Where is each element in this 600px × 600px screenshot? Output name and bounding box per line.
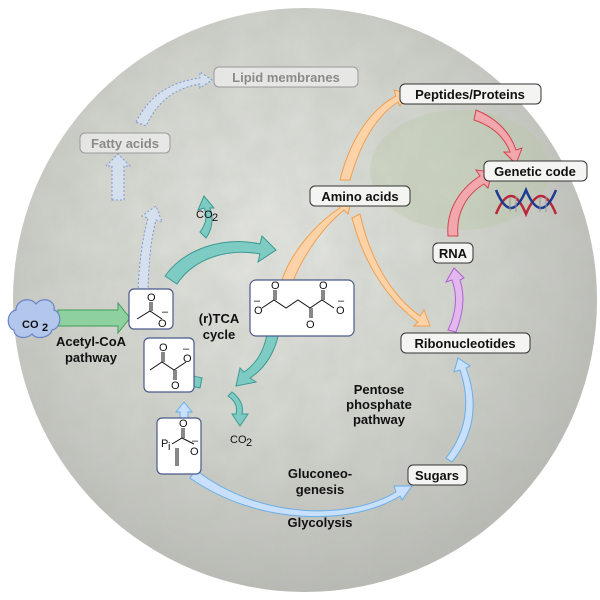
- molecule-phosphoenolpyruvate: P i O O –: [156, 417, 202, 475]
- svg-text:P: P: [161, 438, 168, 450]
- svg-text:O: O: [183, 353, 192, 365]
- svg-text:(r)TCA: (r)TCA: [199, 311, 240, 326]
- label-pentose-phosphate-pathway: Pentose phosphate pathway: [346, 382, 412, 427]
- svg-text:O: O: [271, 280, 280, 292]
- svg-text:2: 2: [42, 322, 48, 334]
- svg-text:O: O: [179, 418, 188, 430]
- svg-text:CO: CO: [22, 319, 39, 331]
- node-amino-acids: Amino acids: [309, 185, 411, 207]
- svg-text:O: O: [306, 319, 315, 331]
- svg-text:genesis: genesis: [296, 482, 344, 497]
- svg-text:–: –: [192, 435, 199, 447]
- svg-text:O: O: [159, 342, 168, 354]
- label-peptides-proteins: Peptides/Proteins: [415, 87, 525, 102]
- node-lipid-membranes: Lipid membranes: [213, 66, 359, 88]
- svg-text:O: O: [190, 446, 199, 458]
- svg-text:Pentose: Pentose: [354, 382, 405, 397]
- co2-cloud-label: CO 2: [22, 319, 48, 334]
- svg-text:O: O: [254, 305, 263, 317]
- node-genetic-code: Genetic code: [483, 160, 588, 182]
- label-lipid-membranes: Lipid membranes: [232, 70, 340, 85]
- svg-text:2: 2: [212, 212, 218, 224]
- node-fatty-acids: Fatty acids: [79, 132, 171, 154]
- fatty-acid-synthesis-arrow: [104, 71, 213, 301]
- svg-text:cycle: cycle: [203, 327, 236, 342]
- svg-text:–: –: [254, 295, 261, 307]
- svg-text:CO: CO: [196, 209, 213, 221]
- label-fatty-acids: Fatty acids: [91, 136, 159, 151]
- svg-text:Glycolysis: Glycolysis: [287, 515, 352, 530]
- label-genetic-code: Genetic code: [494, 164, 576, 179]
- svg-text:O: O: [336, 305, 345, 317]
- svg-text:Acetyl-CoA: Acetyl-CoA: [56, 334, 127, 349]
- svg-text:pathway: pathway: [65, 350, 118, 365]
- molecule-alpha-ketoglutarate: O O O O – O –: [249, 279, 355, 337]
- label-ribonucleotides: Ribonucleotides: [414, 336, 515, 351]
- label-tca-cycle: (r)TCA cycle: [199, 311, 240, 342]
- label-glycolysis: Glycolysis: [287, 515, 352, 530]
- co2-release-top: CO 2: [196, 209, 218, 224]
- svg-text:pathway: pathway: [353, 412, 406, 427]
- rna-arrow: [444, 267, 465, 333]
- svg-text:2: 2: [246, 437, 252, 449]
- svg-text:–: –: [338, 295, 345, 307]
- acetyl-coa-arrow: [57, 301, 131, 335]
- svg-text:O: O: [171, 380, 180, 392]
- label-sugars: Sugars: [415, 468, 459, 483]
- label-gluconeogenesis: Gluconeo- genesis: [288, 466, 352, 497]
- label-amino-acids: Amino acids: [321, 189, 398, 204]
- co2-cloud: [7, 299, 61, 339]
- svg-text:–: –: [183, 343, 190, 355]
- svg-text:Gluconeo-: Gluconeo-: [288, 466, 352, 481]
- co2-release-bottom: CO 2: [230, 434, 252, 449]
- svg-text:O: O: [319, 280, 328, 292]
- molecule-pyruvate: O O – O: [143, 337, 195, 393]
- node-sugars: Sugars: [407, 464, 468, 486]
- svg-text:i: i: [168, 441, 170, 453]
- node-rna: RNA: [432, 242, 474, 264]
- svg-text:CO: CO: [230, 434, 247, 446]
- node-ribonucleotides: Ribonucleotides: [400, 332, 531, 354]
- svg-text:–: –: [162, 306, 169, 318]
- svg-text:O: O: [158, 318, 167, 330]
- molecule-acetate: O O –: [128, 288, 174, 330]
- dna-helix-icon: [494, 186, 558, 218]
- label-rna: RNA: [439, 246, 468, 261]
- label-acetyl-coa-pathway: Acetyl-CoA pathway: [56, 334, 127, 365]
- node-peptides-proteins: Peptides/Proteins: [399, 83, 542, 105]
- svg-text:phosphate: phosphate: [346, 397, 412, 412]
- svg-text:O: O: [147, 292, 156, 304]
